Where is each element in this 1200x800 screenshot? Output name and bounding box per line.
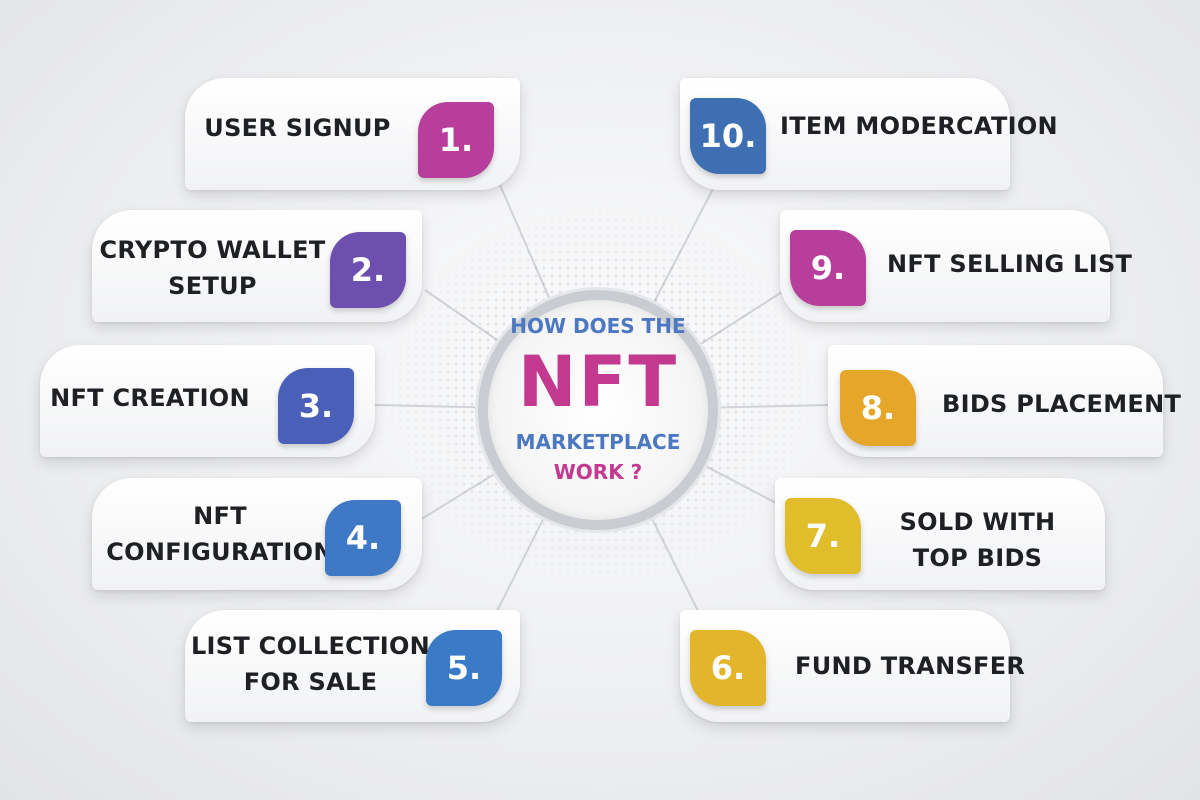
hub-heading-marketplace: MARKETPLACE: [515, 430, 681, 454]
step-label-1-line-1: USER SIGNUP: [204, 114, 391, 142]
step-label-5: LIST COLLECTION FOR SALE: [191, 626, 430, 702]
step-label-3: NFT CREATION: [50, 378, 250, 418]
step-label-5-line-2: FOR SALE: [243, 668, 378, 696]
step-label-10: ITEM MODERCATION: [780, 106, 1058, 146]
step-badge-2: 2.: [330, 232, 406, 308]
step-label-7-line-1: SOLD WITH: [899, 508, 1056, 536]
step-badge-10: 10.: [690, 98, 766, 174]
step-label-5-line-1: LIST COLLECTION: [190, 632, 431, 660]
step-label-4-line-2: CONFIGURATION: [106, 538, 334, 566]
step-badge-6: 6.: [690, 630, 766, 706]
hub-heading-work: WORK ?: [553, 460, 643, 484]
step-label-6-line-1: FUND TRANSFER: [795, 652, 1026, 680]
step-label-2: CRYPTO WALLET SETUP: [99, 230, 325, 306]
step-badge-9: 9.: [790, 230, 866, 306]
step-label-3-line-1: NFT CREATION: [50, 384, 250, 412]
step-badge-4: 4.: [325, 500, 401, 576]
step-label-4-line-1: NFT: [193, 502, 247, 530]
step-label-6: FUND TRANSFER: [795, 646, 1025, 686]
step-label-10-line-1: ITEM MODERCATION: [780, 112, 1058, 140]
step-label-2-line-1: CRYPTO WALLET: [99, 236, 326, 264]
step-label-7: SOLD WITH TOP BIDS: [880, 502, 1075, 578]
step-badge-3: 3.: [278, 368, 354, 444]
step-badge-1: 1.: [418, 102, 494, 178]
step-label-9: NFT SELLING LIST: [887, 244, 1132, 284]
step-badge-7: 7.: [785, 498, 861, 574]
step-label-8-line-1: BIDS PLACEMENT: [942, 390, 1182, 418]
step-label-8: BIDS PLACEMENT: [942, 384, 1181, 424]
step-badge-8: 8.: [840, 370, 916, 446]
step-label-2-line-2: SETUP: [168, 272, 257, 300]
step-label-1: USER SIGNUP: [200, 108, 395, 148]
center-hub: HOW DOES THE NFT MARKETPLACE WORK ?: [458, 290, 738, 530]
hub-ring: [478, 290, 718, 530]
hub-heading-top: HOW DOES THE: [510, 314, 686, 338]
hub-heading-nft: NFT: [517, 341, 679, 423]
step-label-9-line-1: NFT SELLING LIST: [887, 250, 1133, 278]
step-label-7-line-2: TOP BIDS: [912, 544, 1043, 572]
step-badge-5: 5.: [426, 630, 502, 706]
step-label-4: NFT CONFIGURATION: [105, 496, 335, 572]
